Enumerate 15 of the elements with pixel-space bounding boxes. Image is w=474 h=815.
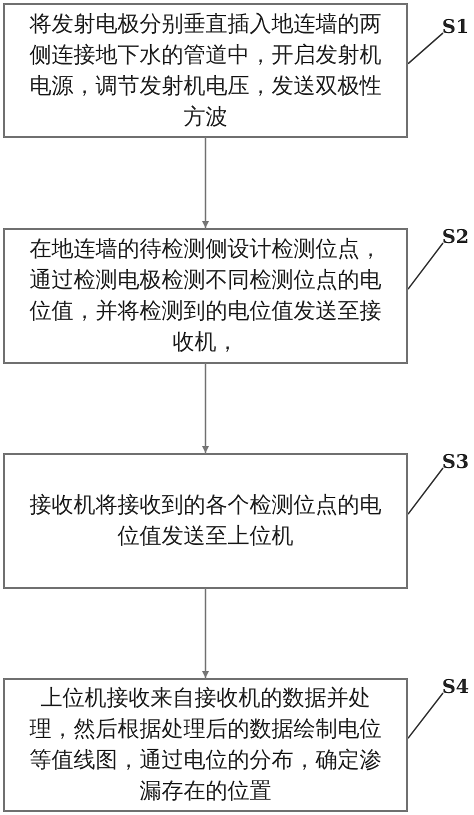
- process-box: 在地连墙的待检测侧设计检测位点，通过检测电极检测不同检测位点的电位值，并将检测到的电位值发送至接收机，: [3, 228, 408, 364]
- leader-line: [407, 242, 444, 290]
- process-box: 上位机接收来自接收机的数据并处理，然后根据处理后的数据绘制电位等值线图，通过电位的分布，确定渗漏存在的位置: [3, 678, 408, 812]
- leader-line: [407, 692, 444, 739]
- process-box: 接收机将接收到的各个检测位点的电位值发送至上位机: [3, 453, 408, 589]
- leader-line: [408, 32, 444, 64]
- process-box: 将发射电极分别垂直插入地连墙的两侧连接地下水的管道中，开启发射机电源，调节发射机电压，发送双极性方波: [3, 3, 408, 138]
- arrow: [202, 589, 209, 678]
- leader-line: [407, 468, 444, 515]
- step-label: S4: [442, 675, 469, 699]
- step-label: S2: [442, 225, 469, 249]
- step-label: S3: [442, 450, 469, 474]
- step-label: S1: [442, 15, 469, 39]
- arrow: [202, 364, 209, 453]
- arrow: [202, 138, 209, 228]
